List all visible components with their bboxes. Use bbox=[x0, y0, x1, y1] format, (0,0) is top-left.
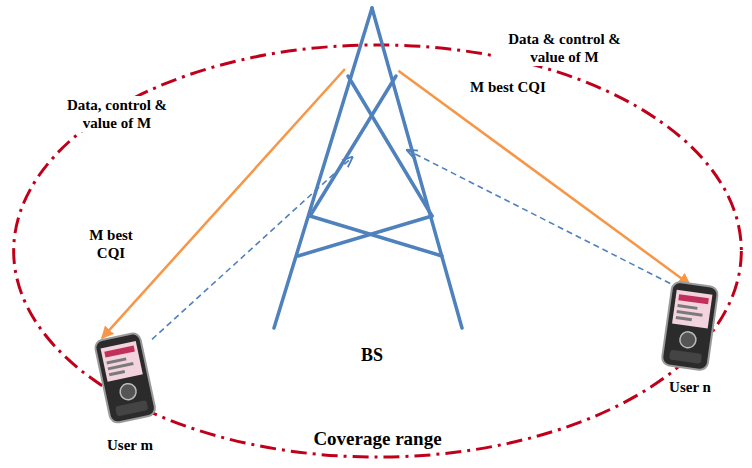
edge-label: M best CQI bbox=[78, 226, 144, 262]
base-station-tower-drawing bbox=[262, 6, 482, 366]
user-phone-drawing bbox=[645, 280, 735, 396]
base-station-tower: BS bbox=[262, 6, 482, 366]
user-phone: User n bbox=[645, 280, 735, 396]
edge-label: Data & control & value of M bbox=[495, 30, 634, 66]
edge-label: Data, control & value of M bbox=[50, 96, 184, 132]
node-label: User m bbox=[107, 437, 153, 454]
feedback-arrow bbox=[407, 150, 670, 283]
edge-label: M best CQI bbox=[468, 78, 548, 96]
node-label: User n bbox=[669, 379, 711, 396]
node-label: BS bbox=[361, 345, 383, 366]
node-label: Coverage range bbox=[313, 428, 441, 450]
user-phone: User m bbox=[80, 332, 180, 454]
user-phone-drawing bbox=[80, 332, 180, 454]
